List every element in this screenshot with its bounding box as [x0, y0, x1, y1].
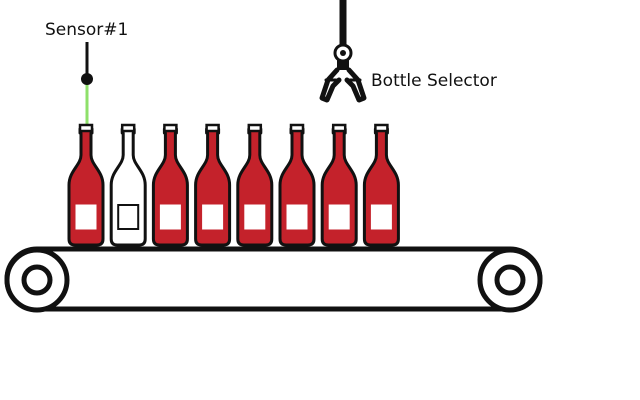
bottle-cap — [163, 123, 178, 133]
bottle-label-patch — [328, 204, 350, 230]
bottle-cap — [78, 123, 94, 133]
sensor-label: Sensor#1 — [45, 20, 128, 40]
bottle-6 — [278, 123, 316, 247]
bottle-1 — [67, 123, 105, 247]
robotic-claw-icon — [319, 0, 367, 103]
left-roller — [4, 247, 70, 313]
bottle-5 — [236, 123, 274, 247]
right-roller — [477, 247, 543, 313]
bottle-row — [67, 123, 400, 247]
bottle-cap — [289, 123, 305, 133]
bottle-cap — [247, 123, 263, 133]
left-roller-hub — [21, 264, 53, 296]
bottle-label-patch — [117, 204, 140, 230]
right-roller-hub — [494, 264, 526, 296]
bottle-4 — [194, 123, 232, 247]
bottle-cap — [374, 123, 389, 133]
bottle-cap — [331, 123, 347, 133]
bottle-2-empty — [109, 123, 147, 247]
bottle-label-patch — [286, 204, 308, 230]
bottle-label-patch — [159, 204, 181, 230]
bottle-label-patch — [202, 204, 224, 230]
bottle-7 — [320, 123, 358, 247]
bottle-3 — [151, 123, 189, 247]
bottle-label-patch — [75, 204, 97, 230]
bottle-cap — [120, 123, 136, 133]
sensor-probe-icon — [81, 42, 93, 126]
conveyor-belt-icon — [4, 246, 543, 313]
bottle-8 — [362, 123, 400, 247]
bottle-label-patch — [370, 204, 392, 230]
bottle-cap — [205, 123, 220, 133]
selector-label: Bottle Selector — [371, 71, 497, 91]
bottle-label-patch — [244, 204, 266, 230]
